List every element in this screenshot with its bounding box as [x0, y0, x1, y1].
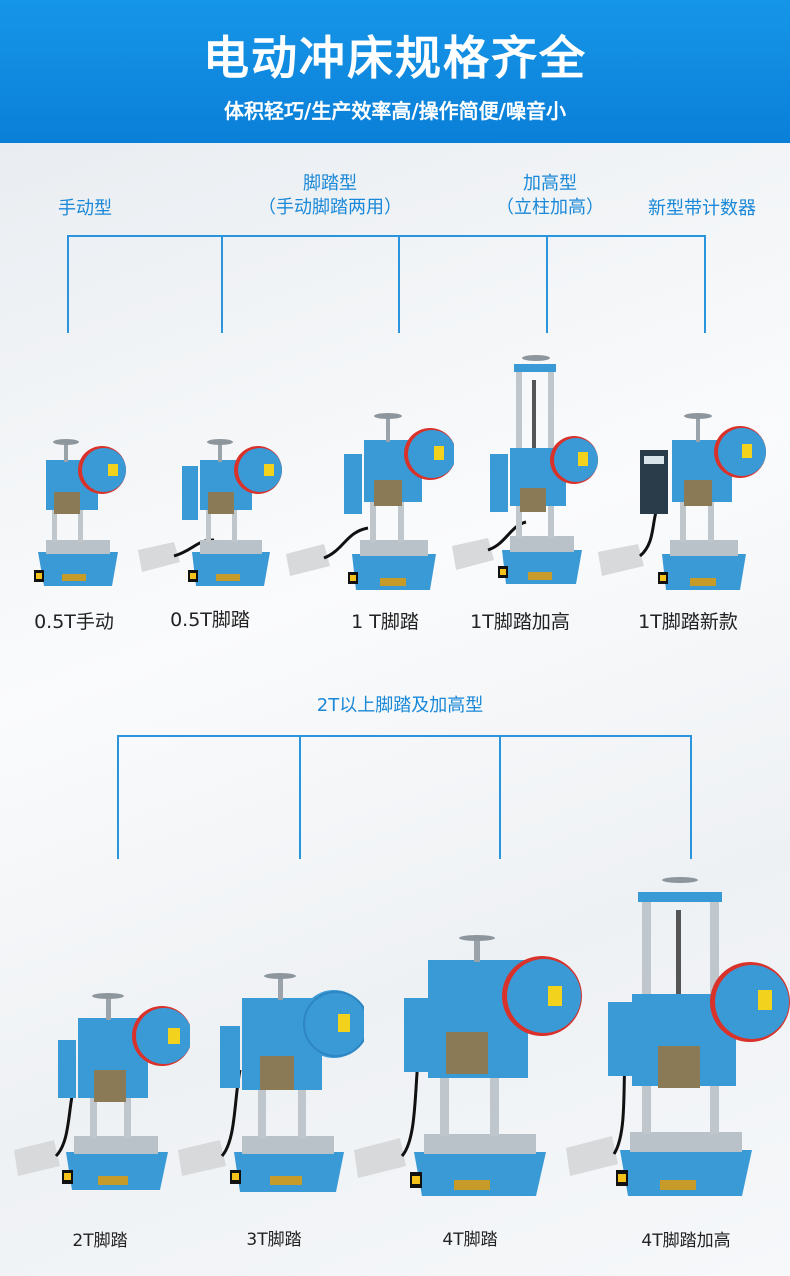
connector-line	[546, 235, 548, 333]
category-foot-sub: （手动脚踏两用）	[258, 197, 402, 218]
model-label: 2T脚踏	[72, 1231, 128, 1251]
page-title: 电动冲床规格齐全	[203, 31, 587, 85]
connector-line	[221, 235, 223, 333]
machine-image	[10, 990, 190, 1195]
connector-bar-bottom	[117, 735, 692, 737]
model-label: 1T脚踏加高	[470, 611, 570, 633]
connector-line	[690, 735, 692, 859]
machine-image	[284, 404, 454, 594]
machine-image	[596, 404, 766, 594]
category-raised-title: 加高型	[523, 173, 577, 194]
category-manual: 手动型	[58, 198, 112, 219]
machine-image	[450, 350, 600, 590]
connector-line	[67, 235, 69, 333]
model-label: 3T脚踏	[246, 1230, 302, 1250]
connector-line	[117, 735, 119, 859]
category-raised-sub: （立柱加高）	[496, 197, 604, 218]
machine-image	[134, 430, 284, 590]
category-foot-title: 脚踏型	[303, 173, 357, 194]
machine-image	[28, 430, 128, 590]
machine-image	[174, 970, 364, 1200]
header-banner: 电动冲床规格齐全 体积轻巧/生产效率高/操作简便/噪音小	[0, 0, 790, 143]
connector-bar-top	[67, 235, 706, 237]
model-label: 0.5T手动	[34, 611, 114, 633]
connector-line	[398, 235, 400, 333]
machine-image	[562, 870, 790, 1202]
connector-line	[299, 735, 301, 859]
page-subtitle: 体积轻巧/生产效率高/操作简便/噪音小	[224, 99, 566, 123]
connector-line	[499, 735, 501, 859]
connector-line	[704, 235, 706, 333]
model-label: 4T脚踏加高	[641, 1231, 731, 1251]
category-raised: 加高型 （立柱加高）	[480, 172, 620, 220]
model-label: 4T脚踏	[442, 1230, 498, 1250]
machine-image	[350, 932, 582, 1204]
category-group2: 2T以上脚踏及加高型	[316, 695, 484, 716]
model-label: 1 T脚踏	[351, 611, 419, 633]
category-counter: 新型带计数器	[648, 198, 756, 219]
model-label: 0.5T脚踏	[170, 609, 250, 631]
category-foot: 脚踏型 （手动脚踏两用）	[240, 172, 420, 220]
model-label: 1T脚踏新款	[638, 611, 738, 633]
